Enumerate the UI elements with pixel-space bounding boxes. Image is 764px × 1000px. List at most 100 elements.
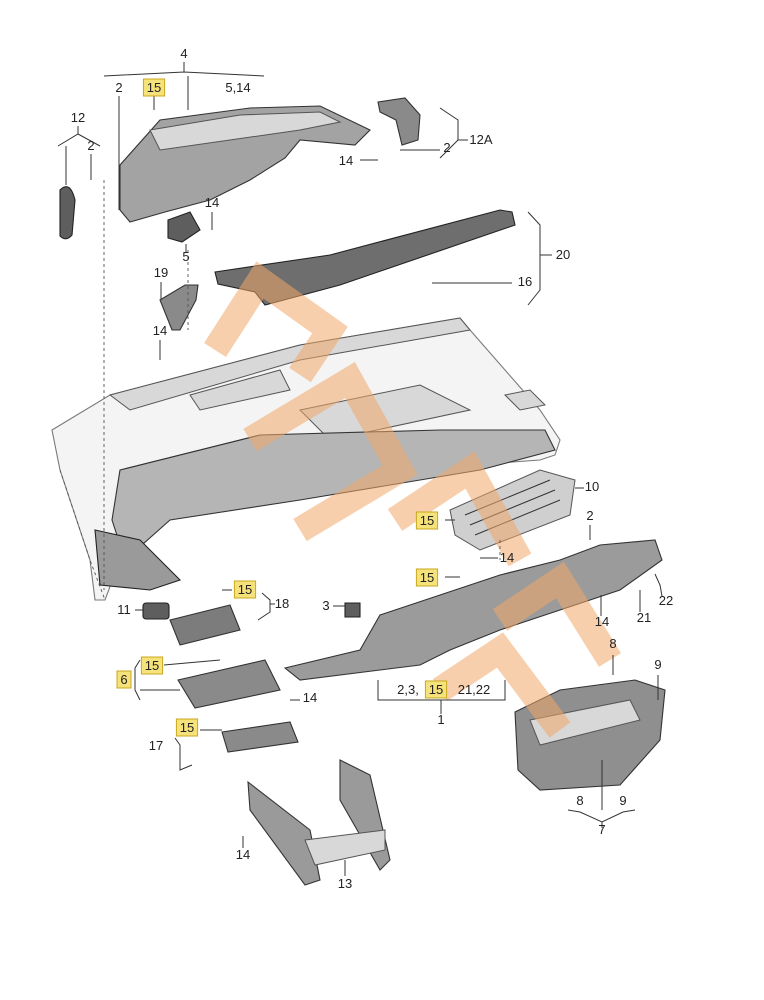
callout-text: 11 <box>117 602 131 617</box>
callout-text: 22 <box>659 593 673 608</box>
callout-c4: 4 <box>180 46 187 61</box>
callout-c10: 10 <box>585 479 599 494</box>
callout-text: 14 <box>303 690 317 705</box>
callout-c20: 20 <box>556 247 570 262</box>
callout-text: 21,22 <box>458 682 491 697</box>
callout-c15e: 15 <box>140 656 164 675</box>
callout-text: 18 <box>275 596 289 611</box>
callout-highlight <box>233 580 257 599</box>
callout-c2b: 2 <box>87 138 94 153</box>
callout-c2c: 2 <box>443 140 450 155</box>
callout-highlight <box>116 670 132 689</box>
callout-c12: 12 <box>71 110 85 125</box>
callout-c22: 22 <box>659 593 673 608</box>
callout-text: 17 <box>149 738 163 753</box>
callout-c8a: 8 <box>609 636 616 651</box>
callout-c19: 19 <box>154 265 168 280</box>
callout-text: 20 <box>556 247 570 262</box>
callout-text: 2 <box>87 138 94 153</box>
callout-text: 3 <box>322 598 329 613</box>
callout-c9b: 9 <box>619 793 626 808</box>
callout-c14g: 14 <box>236 847 250 862</box>
callout-c18: 18 <box>275 596 289 611</box>
callout-highlight <box>140 656 164 675</box>
callout-text: 15 <box>420 513 434 528</box>
callout-highlight <box>142 78 166 97</box>
callout-text: 5,14 <box>225 80 250 95</box>
cover-piece-12A <box>377 97 421 146</box>
callout-c15c: 15 <box>415 568 439 587</box>
callout-text: 7 <box>598 822 605 837</box>
side-vent-12 <box>59 186 76 240</box>
callout-text: 2,3, <box>397 682 419 697</box>
callout-c13: 13 <box>338 876 352 891</box>
callout-c14c: 14 <box>153 323 167 338</box>
callout-text: 14 <box>236 847 250 862</box>
callout-text: 12 <box>71 110 85 125</box>
callout-highlight <box>424 680 448 699</box>
callout-c2d: 2 <box>586 508 593 523</box>
callout-highlight <box>175 718 199 737</box>
callout-text: 5 <box>182 249 189 264</box>
callout-text: 2 <box>115 80 122 95</box>
callout-text: 14 <box>153 323 167 338</box>
leader-lines <box>57 62 663 876</box>
callout-highlight <box>415 511 439 530</box>
callout-text: 19 <box>154 265 168 280</box>
callout-c7: 7 <box>598 822 605 837</box>
callout-c14d: 14 <box>500 550 514 565</box>
callout-c2a: 2 <box>115 80 122 95</box>
callout-text: 6 <box>120 672 127 687</box>
callout-c15g: 15 <box>175 718 199 737</box>
callout-text: 14 <box>205 195 219 210</box>
callout-c14f: 14 <box>303 690 317 705</box>
callout-text: 2 <box>586 508 593 523</box>
switch-unit-5 <box>167 211 201 243</box>
callout-c1: 1 <box>437 712 444 727</box>
callout-c17: 17 <box>149 738 163 753</box>
callout-c11: 11 <box>117 602 131 617</box>
callout-text: 15 <box>429 682 443 697</box>
callout-text: 9 <box>654 657 661 672</box>
callout-text: 15 <box>180 720 194 735</box>
callout-text: 13 <box>338 876 352 891</box>
callout-c21: 21 <box>637 610 651 625</box>
callout-text: 14 <box>500 550 514 565</box>
callout-highlight <box>415 568 439 587</box>
decorative-trim-20 <box>214 209 516 306</box>
watermark-logo <box>204 261 622 738</box>
callout-c14e: 14 <box>595 614 609 629</box>
callout-text: 9 <box>619 793 626 808</box>
callout-text: 8 <box>576 793 583 808</box>
callout-c16: 16 <box>518 274 532 289</box>
callout-c12A: 12A <box>469 132 492 147</box>
callout-text: 10 <box>585 479 599 494</box>
callout-text: 14 <box>339 153 353 168</box>
callout-text: 8 <box>609 636 616 651</box>
callout-c8b: 8 <box>576 793 583 808</box>
callout-c3: 3 <box>322 598 329 613</box>
upper-instrument-cover <box>119 105 371 223</box>
callout-c14a: 14 <box>339 153 353 168</box>
callout-c15d: 15 <box>233 580 257 599</box>
trim-end-19 <box>159 284 199 331</box>
footwell-trim-13 <box>247 759 391 886</box>
callout-c14b: 14 <box>205 195 219 210</box>
small-parts-left <box>142 602 361 753</box>
callout-c2315: 2,3, <box>397 682 419 697</box>
callout-c6: 6 <box>116 670 132 689</box>
callout-text: 15 <box>420 570 434 585</box>
callout-text: 16 <box>518 274 532 289</box>
callout-c9a: 9 <box>654 657 661 672</box>
callout-c15a: 15 <box>142 78 166 97</box>
callout-text: 15 <box>238 582 252 597</box>
callout-c15f: 15 <box>424 680 448 699</box>
callout-c15b: 15 <box>415 511 439 530</box>
callout-text: 14 <box>595 614 609 629</box>
callout-c2122: 21,22 <box>458 682 491 697</box>
callout-text: 12A <box>469 132 492 147</box>
callout-text: 15 <box>147 80 161 95</box>
callout-c5: 5 <box>182 249 189 264</box>
